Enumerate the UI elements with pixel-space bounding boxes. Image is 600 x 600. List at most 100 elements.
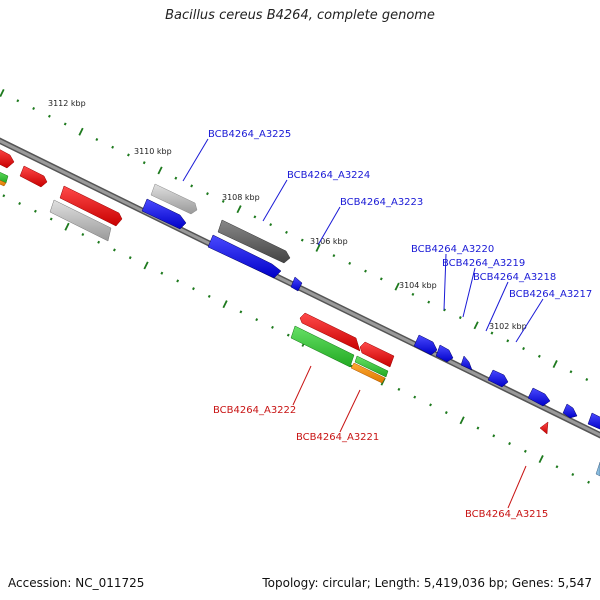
scale-tick — [221, 199, 225, 203]
scale-tick — [222, 300, 228, 309]
scale-tick — [571, 473, 575, 477]
scale-tick — [394, 282, 400, 291]
gene-arrow[interactable] — [587, 412, 600, 430]
scale-tick — [538, 455, 544, 464]
scale-tick — [300, 238, 304, 242]
scale-labels: 3112 kbp 3110 kbp 3108 kbp 3106 kbp 3104… — [48, 99, 527, 331]
gene-arrow[interactable] — [0, 178, 7, 187]
gene-label: BCB4264_A3217 — [509, 289, 592, 300]
gene-arrow[interactable] — [562, 403, 578, 419]
scale-tick — [174, 176, 178, 180]
scale-tick — [143, 261, 149, 270]
gene-arrow[interactable] — [354, 355, 389, 378]
scale-tick — [128, 256, 132, 260]
gene-arrow[interactable] — [49, 199, 112, 242]
scale-tick — [111, 145, 115, 149]
scale-tick — [81, 232, 85, 236]
scale-tick — [350, 364, 353, 368]
gene-arrow[interactable] — [527, 387, 551, 407]
scale-tick — [379, 277, 383, 281]
scale-tick — [176, 279, 180, 283]
gene-arrow[interactable] — [141, 198, 187, 230]
scale-tick — [332, 254, 336, 258]
scale-tick — [113, 248, 116, 252]
gene-label: BCB4264_A3220 — [411, 244, 494, 255]
scale-tick — [271, 325, 274, 329]
gene-arrow[interactable] — [150, 183, 198, 215]
scale-tick — [32, 106, 36, 111]
scale-tick — [239, 310, 243, 314]
scale-label: 3112 kbp — [48, 99, 86, 108]
scale-tick — [160, 271, 164, 275]
gene-arrow[interactable] — [217, 219, 291, 264]
scale-tick — [157, 166, 163, 175]
scale-tick — [413, 395, 417, 399]
scale-tick — [476, 426, 480, 430]
scale-tick — [192, 287, 195, 291]
gene-arrow[interactable] — [290, 325, 355, 368]
scale-tick — [444, 411, 448, 415]
scale-label: 3104 kbp — [399, 281, 437, 290]
scale-tick — [443, 308, 446, 312]
gene-arrow[interactable] — [299, 312, 361, 352]
scale-tick — [47, 114, 51, 118]
scale-tick — [506, 339, 510, 343]
gene-arrow[interactable] — [207, 234, 282, 279]
scale-tick — [555, 465, 559, 469]
scale-tick — [18, 201, 22, 206]
gene-arrow[interactable] — [413, 334, 438, 356]
scale-tick — [0, 89, 5, 97]
scale-tick — [95, 137, 99, 141]
gene-label: BCB4264_A3219 — [442, 258, 525, 269]
scale-tick — [255, 318, 259, 322]
scale-tick — [522, 347, 525, 351]
scale-tick — [142, 161, 146, 165]
gene-arrow[interactable] — [487, 369, 509, 388]
scale-label: 3110 kbp — [134, 147, 172, 156]
gene-arrow[interactable] — [539, 421, 549, 435]
gene-arrow[interactable] — [350, 362, 386, 384]
gene-label: BCB4264_A3222 — [213, 405, 296, 416]
scale-tick — [97, 240, 101, 244]
scale-tick — [207, 294, 211, 298]
reverse-genes — [290, 312, 600, 477]
scale-tick — [587, 480, 591, 484]
gene-arrow[interactable] — [290, 276, 303, 292]
scale-tick — [569, 370, 573, 374]
scale-tick — [16, 99, 20, 103]
scale-tick — [490, 331, 494, 335]
scale-tick — [537, 354, 541, 358]
gene-arrow[interactable] — [435, 344, 454, 363]
gene-arrow[interactable] — [460, 355, 473, 371]
gene-arrow[interactable] — [595, 461, 600, 477]
gene-label: BCB4264_A3225 — [208, 129, 291, 140]
scale-tick — [492, 434, 496, 438]
outer-tick-track — [0, 89, 589, 382]
scale-tick — [427, 300, 431, 304]
scale-tick — [429, 403, 432, 407]
scale-tick — [285, 230, 288, 234]
scale-tick — [63, 122, 67, 126]
scale-tick — [411, 292, 415, 296]
gene-arrow[interactable] — [0, 147, 15, 169]
gene-arrow[interactable] — [19, 165, 48, 188]
scale-tick — [78, 127, 84, 136]
accession-text: Accession: NC_011725 — [8, 576, 145, 590]
scale-tick — [459, 416, 465, 425]
scale-tick — [364, 269, 367, 273]
scale-tick — [49, 217, 53, 221]
gene-label: BCB4264_A3221 — [296, 432, 379, 443]
scale-tick — [508, 442, 511, 446]
scale-tick — [33, 209, 37, 213]
scale-tick — [458, 316, 462, 320]
scale-tick — [236, 205, 242, 214]
map-title: Bacillus cereus B4264, complete genome — [165, 8, 435, 23]
genome-stats-text: Topology: circular; Length: 5,419,036 bp… — [262, 576, 592, 590]
scale-tick — [253, 215, 257, 219]
scale-tick — [585, 378, 589, 382]
gene-labels: BCB4264_A3225 BCB4264_A3224 BCB4264_A322… — [208, 129, 592, 520]
gene-arrow[interactable] — [59, 185, 123, 227]
gene-arrow[interactable] — [359, 341, 395, 368]
scale-tick — [348, 261, 352, 265]
